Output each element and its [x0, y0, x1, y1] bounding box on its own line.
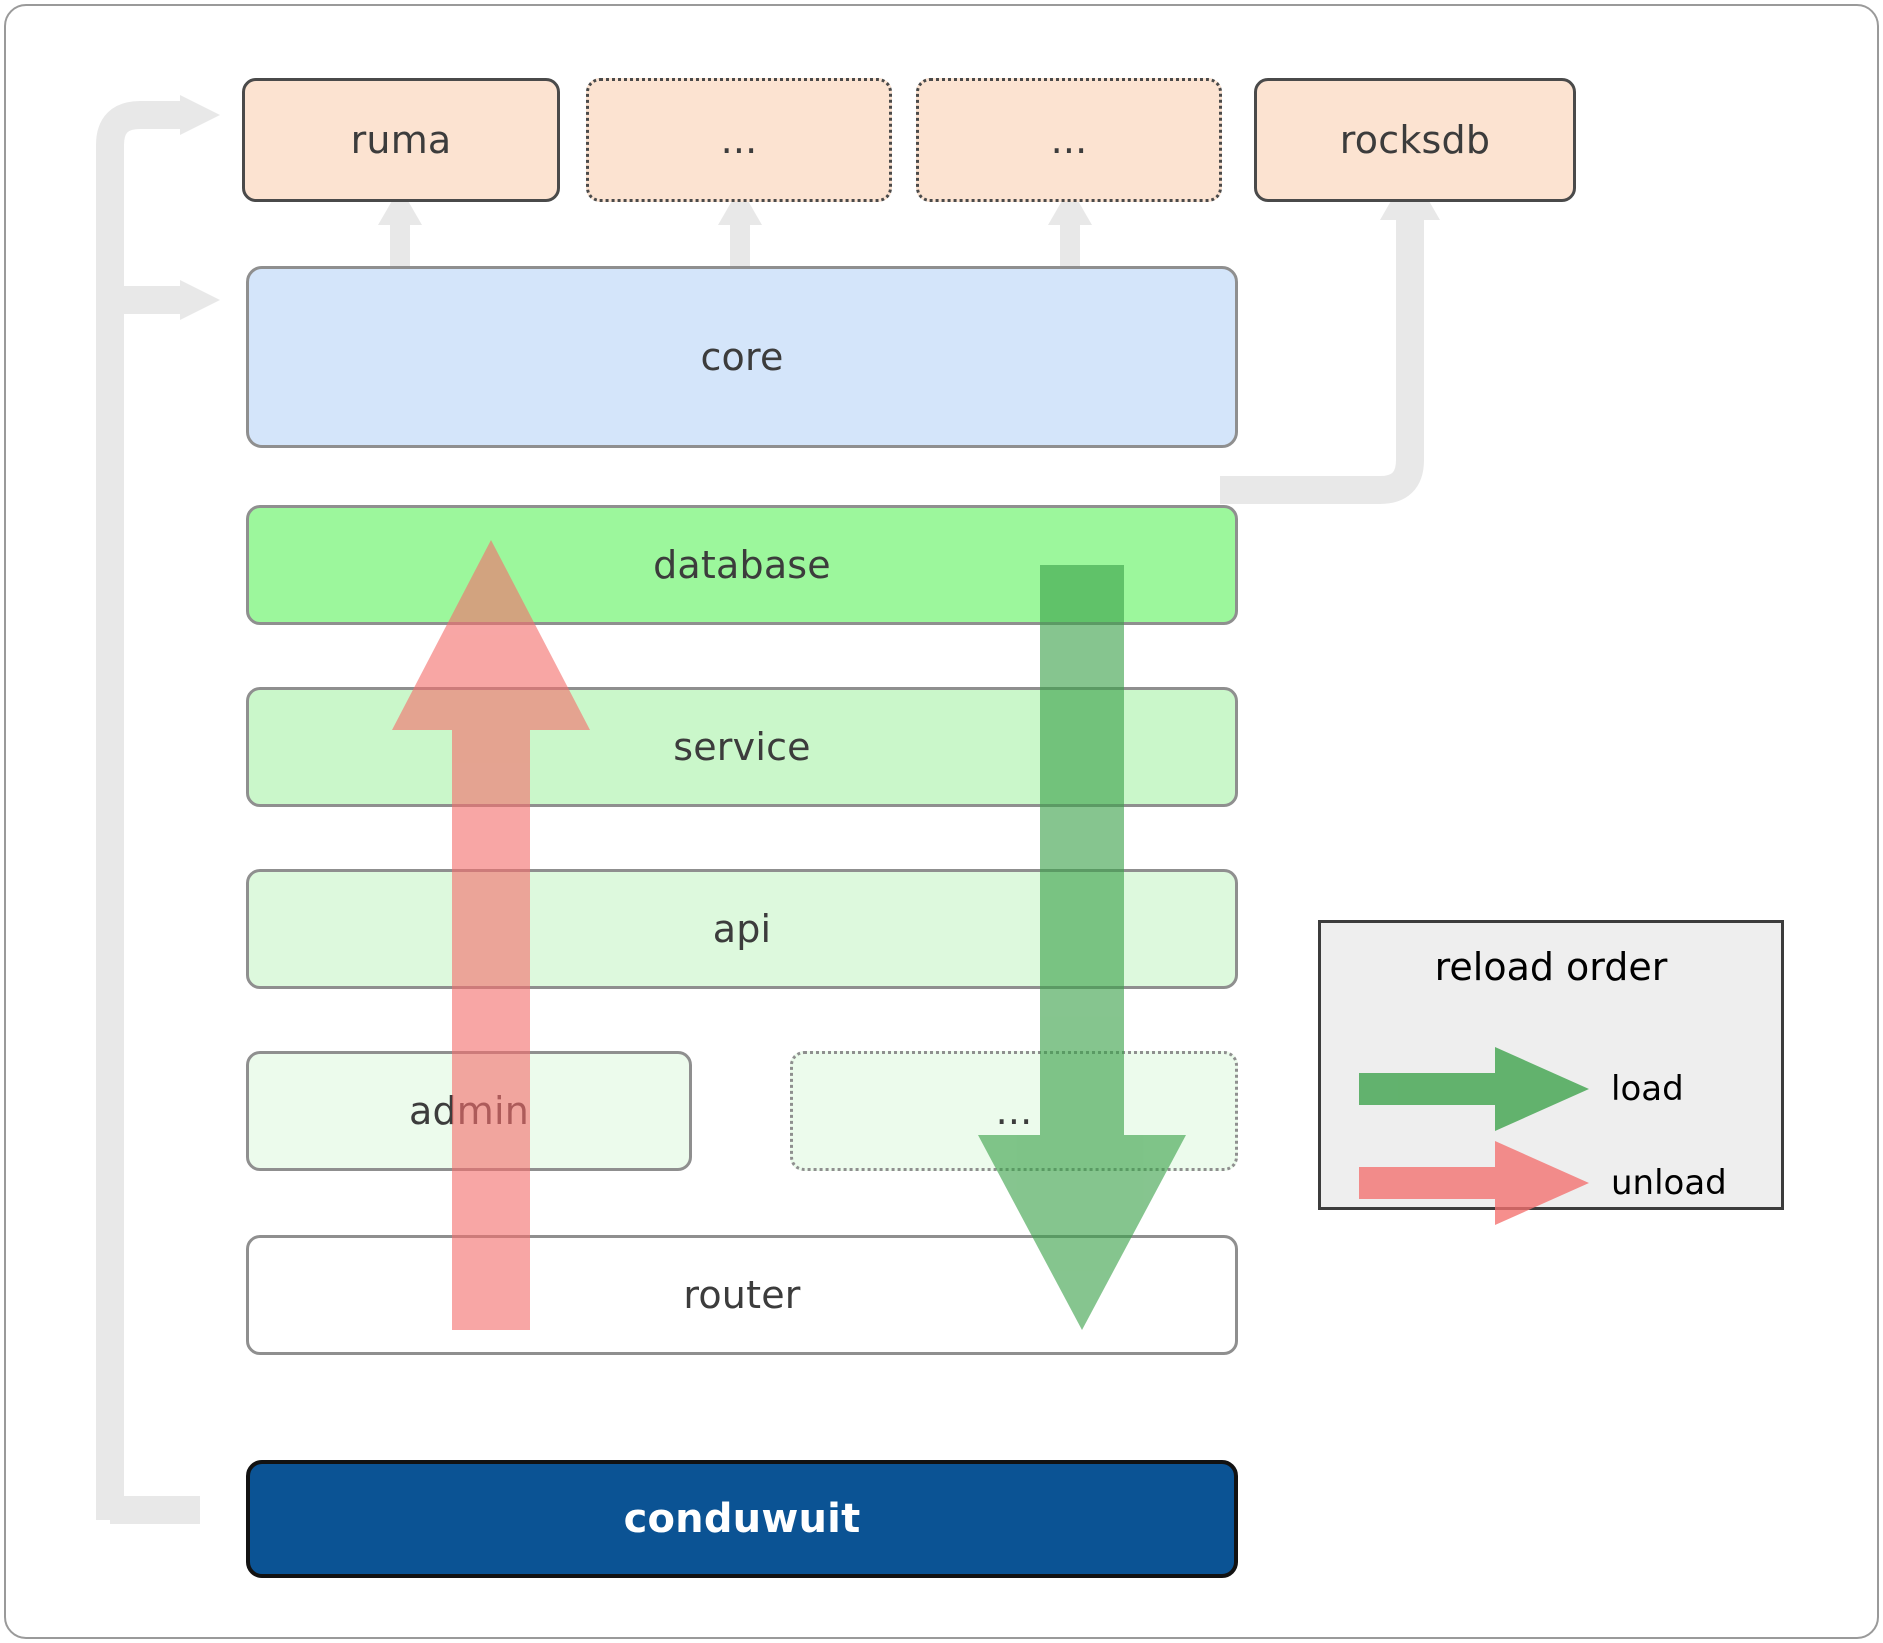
legend-unload-label: unload: [1611, 1163, 1727, 1203]
node-router[interactable]: router: [246, 1235, 1238, 1355]
node-database[interactable]: database: [246, 505, 1238, 625]
legend-panel: reload order load unload: [1318, 920, 1784, 1225]
node-admin-ellipsis[interactable]: ...: [790, 1051, 1238, 1171]
node-admin-ellipsis-label: ...: [995, 1089, 1033, 1133]
connector-core-to-ruma: [378, 187, 422, 275]
node-service-label: service: [673, 725, 811, 769]
node-core[interactable]: core: [246, 266, 1238, 448]
node-router-label: router: [683, 1273, 801, 1317]
node-api[interactable]: api: [246, 869, 1238, 989]
connector-database-to-rocksdb: [1220, 168, 1440, 504]
legend-load-arrow-icon: [1359, 1047, 1589, 1131]
connector-core-to-ellipsis-1: [718, 187, 762, 275]
legend-load-label: load: [1611, 1069, 1684, 1109]
node-admin[interactable]: admin: [246, 1051, 692, 1171]
node-ruma[interactable]: ruma: [242, 78, 560, 202]
node-rocksdb[interactable]: rocksdb: [1254, 78, 1576, 202]
node-admin-label: admin: [408, 1089, 530, 1133]
legend-unload-arrow-icon: [1359, 1141, 1589, 1225]
legend-title: reload order: [1434, 945, 1668, 989]
node-ellipsis-1-label: ...: [720, 118, 758, 162]
node-conduwuit[interactable]: conduwuit: [246, 1460, 1238, 1578]
node-service[interactable]: service: [246, 687, 1238, 807]
node-ellipsis-1[interactable]: ...: [586, 78, 892, 202]
node-ellipsis-2[interactable]: ...: [916, 78, 1222, 202]
node-ellipsis-2-label: ...: [1050, 118, 1088, 162]
node-rocksdb-label: rocksdb: [1339, 118, 1491, 162]
connector-core-to-ellipsis-2: [1048, 187, 1092, 275]
node-database-label: database: [653, 543, 831, 587]
node-ruma-label: ruma: [350, 118, 452, 162]
connector-left-spine: [96, 95, 220, 1524]
node-core-label: core: [700, 335, 784, 379]
diagram-frame: [4, 4, 1879, 1639]
node-conduwuit-label: conduwuit: [623, 1496, 861, 1542]
node-api-label: api: [712, 907, 772, 951]
